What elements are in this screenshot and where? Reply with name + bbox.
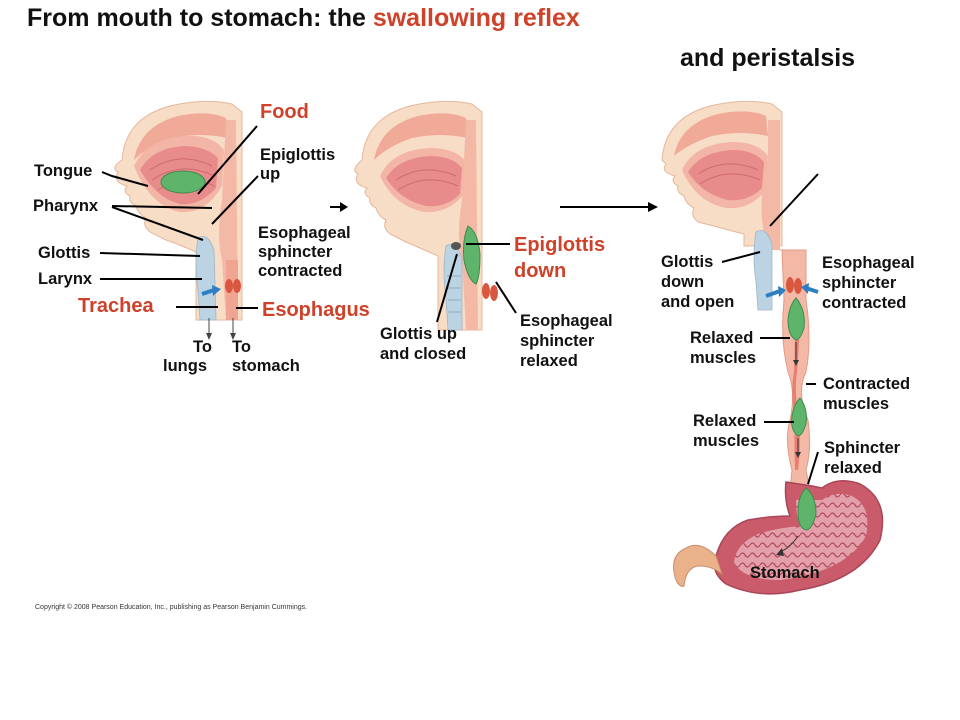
label-sphincter-contracted-3b: sphincter bbox=[822, 274, 897, 292]
label-glottis-up-closed-2: and closed bbox=[380, 345, 467, 363]
label-sphincter-contracted-3a: Esophageal bbox=[822, 254, 915, 272]
title-prefix: From mouth to stomach: the bbox=[27, 4, 373, 32]
label-tongue: Tongue bbox=[34, 162, 93, 180]
label-stomach: Stomach bbox=[750, 564, 820, 582]
label-relaxed-muscles-1b: muscles bbox=[690, 349, 757, 367]
panel2-leader-lines bbox=[436, 243, 517, 323]
title-line-1: From mouth to stomach: the swallowing re… bbox=[27, 4, 580, 32]
head-panel-1 bbox=[114, 100, 243, 340]
label-trachea: Trachea bbox=[78, 295, 154, 317]
label-epiglottis-down-2: down bbox=[514, 260, 567, 282]
label-sphincter-contracted-1a: Esophageal bbox=[258, 224, 351, 242]
label-sphincter-contracted-3c: contracted bbox=[822, 294, 907, 312]
label-to-lungs-1: To bbox=[193, 338, 212, 356]
esophagus-tube bbox=[765, 249, 819, 491]
panel3-leader-lines bbox=[721, 173, 819, 485]
label-pharynx: Pharynx bbox=[33, 197, 99, 215]
label-relaxed-muscles-2a: Relaxed bbox=[693, 412, 757, 430]
label-larynx: Larynx bbox=[38, 270, 93, 288]
label-sphincter-relaxed-2a: Esophageal bbox=[520, 312, 613, 330]
label-relaxed-muscles-2b: muscles bbox=[693, 432, 760, 450]
stomach-illustration bbox=[673, 480, 884, 595]
panel-arrows bbox=[330, 202, 658, 212]
label-sphincter-relaxed-2c: relaxed bbox=[520, 352, 578, 370]
label-sphincter-contracted-1c: contracted bbox=[258, 262, 343, 280]
head-panel-2 bbox=[354, 100, 498, 331]
label-contracted-muscles-b: muscles bbox=[823, 395, 890, 413]
panel1-leader-lines bbox=[99, 125, 259, 309]
label-to-lungs-2: lungs bbox=[163, 357, 207, 375]
label-epiglottis-down-1: Epiglottis bbox=[514, 234, 606, 256]
copyright-notice: Copyright © 2008 Pearson Education, Inc.… bbox=[35, 604, 308, 611]
label-glottis-up-closed-1: Glottis up bbox=[380, 325, 457, 343]
label-esophagus: Esophagus bbox=[262, 299, 370, 321]
label-food: Food bbox=[260, 101, 309, 123]
head-panel-3 bbox=[661, 100, 783, 311]
label-sphincter-relaxed-3a: Sphincter bbox=[824, 439, 901, 457]
label-glottis: Glottis bbox=[38, 244, 91, 262]
label-contracted-muscles-a: Contracted bbox=[823, 375, 911, 393]
label-sphincter-relaxed-3b: relaxed bbox=[824, 459, 882, 477]
label-epiglottis-up-2: up bbox=[260, 165, 281, 183]
label-glottis-down-open-2: down bbox=[661, 273, 705, 291]
label-glottis-down-open-3: and open bbox=[661, 293, 735, 311]
title-line-2: and peristalsis bbox=[680, 44, 856, 72]
label-to-stomach-2: stomach bbox=[232, 357, 300, 375]
label-relaxed-muscles-1a: Relaxed bbox=[690, 329, 754, 347]
label-glottis-down-open-1: Glottis bbox=[661, 253, 714, 271]
label-to-stomach-1: To bbox=[232, 338, 251, 356]
label-epiglottis-up-1: Epiglottis bbox=[260, 146, 336, 164]
label-sphincter-relaxed-2b: sphincter bbox=[520, 332, 595, 350]
title-highlight: swallowing reflex bbox=[372, 4, 580, 32]
label-sphincter-contracted-1b: sphincter bbox=[258, 243, 333, 261]
